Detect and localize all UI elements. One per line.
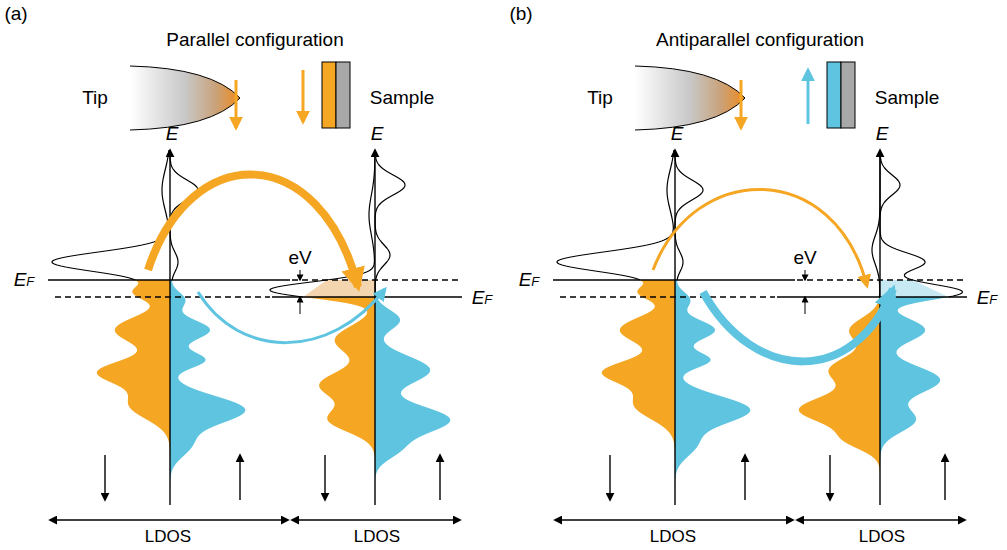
spin-up-arrow	[439, 455, 440, 500]
sample-magnetic-layer	[827, 62, 841, 128]
sample-label: Sample	[875, 88, 939, 109]
bias-arrow	[300, 297, 301, 314]
dos-outline	[270, 280, 327, 297]
ldos-axis	[797, 519, 965, 520]
tip-shape	[130, 66, 240, 130]
sample-magnetic-layer	[322, 62, 336, 128]
bias-arrow	[805, 297, 806, 314]
sample-substrate	[336, 62, 350, 128]
sample-substrate	[841, 62, 855, 128]
energy-axis	[879, 150, 880, 505]
panel-letter: (b)	[509, 4, 532, 25]
energy-axis	[169, 150, 170, 505]
energy-axis-label: E	[671, 124, 684, 145]
spin-down-arrow	[324, 455, 325, 500]
parallel-panel	[48, 62, 462, 520]
spin-down-tunneling-arrow	[653, 189, 867, 286]
bias-arrow	[805, 270, 806, 280]
spin-up-arrow	[944, 455, 945, 500]
energy-axis-label: E	[371, 124, 384, 145]
fermi-level-label: EF	[977, 288, 998, 309]
dos-fill	[170, 280, 245, 500]
fermi-level-label: EF	[472, 288, 493, 309]
tip-shape	[635, 66, 745, 130]
sample-spin-arrow	[807, 70, 810, 124]
tip-spin-arrow	[740, 80, 743, 128]
dos-outline	[375, 150, 405, 280]
spin-up-arrow	[744, 455, 745, 500]
fermi-level	[553, 279, 795, 280]
energy-axis-label: E	[166, 124, 179, 145]
dos-outline	[872, 150, 880, 280]
spin-up-tunneling-arrow	[198, 289, 385, 343]
sample-spin-arrow	[302, 70, 305, 122]
fermi-level-label: EF	[519, 270, 540, 291]
spin-down-tunneling-arrow	[148, 175, 358, 287]
spin-down-arrow	[609, 455, 610, 500]
tip-spin-arrow	[235, 80, 238, 128]
sample-label: Sample	[370, 88, 434, 109]
dos-fill	[375, 297, 450, 500]
bias-label: eV	[288, 248, 311, 269]
dos-outline	[880, 150, 925, 280]
antiparallel-panel	[553, 62, 967, 520]
energy-axis	[374, 150, 375, 505]
spin-up-tunneling-arrow	[703, 289, 893, 361]
bias-label: eV	[793, 248, 816, 269]
dos-fill	[602, 280, 675, 500]
fermi-level-label: EF	[14, 270, 35, 291]
tip-label: Tip	[82, 88, 108, 109]
shifted-level	[797, 279, 965, 280]
spin-down-arrow	[104, 455, 105, 500]
ldos-axis	[555, 519, 793, 520]
panel-title: Antiparallel configuration	[656, 30, 864, 51]
dos-fill	[97, 280, 170, 500]
shifted-level	[55, 296, 270, 297]
panel-title: Parallel configuration	[166, 30, 343, 51]
energy-axis-label: E	[876, 124, 889, 145]
spin-down-arrow	[829, 455, 830, 500]
dos-fill	[880, 297, 949, 500]
fermi-level	[48, 279, 290, 280]
shifted-level	[560, 296, 775, 297]
bias-arrow	[300, 270, 301, 280]
panel-letter: (a)	[4, 4, 27, 25]
ldos-axis	[292, 519, 460, 520]
ldos-axis-label: LDOS	[145, 528, 191, 547]
tip-label: Tip	[587, 88, 613, 109]
energy-axis	[674, 150, 675, 505]
ldos-axis-label: LDOS	[650, 528, 696, 547]
spin-up-arrow	[239, 455, 240, 500]
ldos-axis-label: LDOS	[354, 528, 400, 547]
dos-outline	[913, 280, 963, 297]
ldos-axis-label: LDOS	[859, 528, 905, 547]
ldos-axis	[50, 519, 288, 520]
shifted-level	[292, 279, 460, 280]
